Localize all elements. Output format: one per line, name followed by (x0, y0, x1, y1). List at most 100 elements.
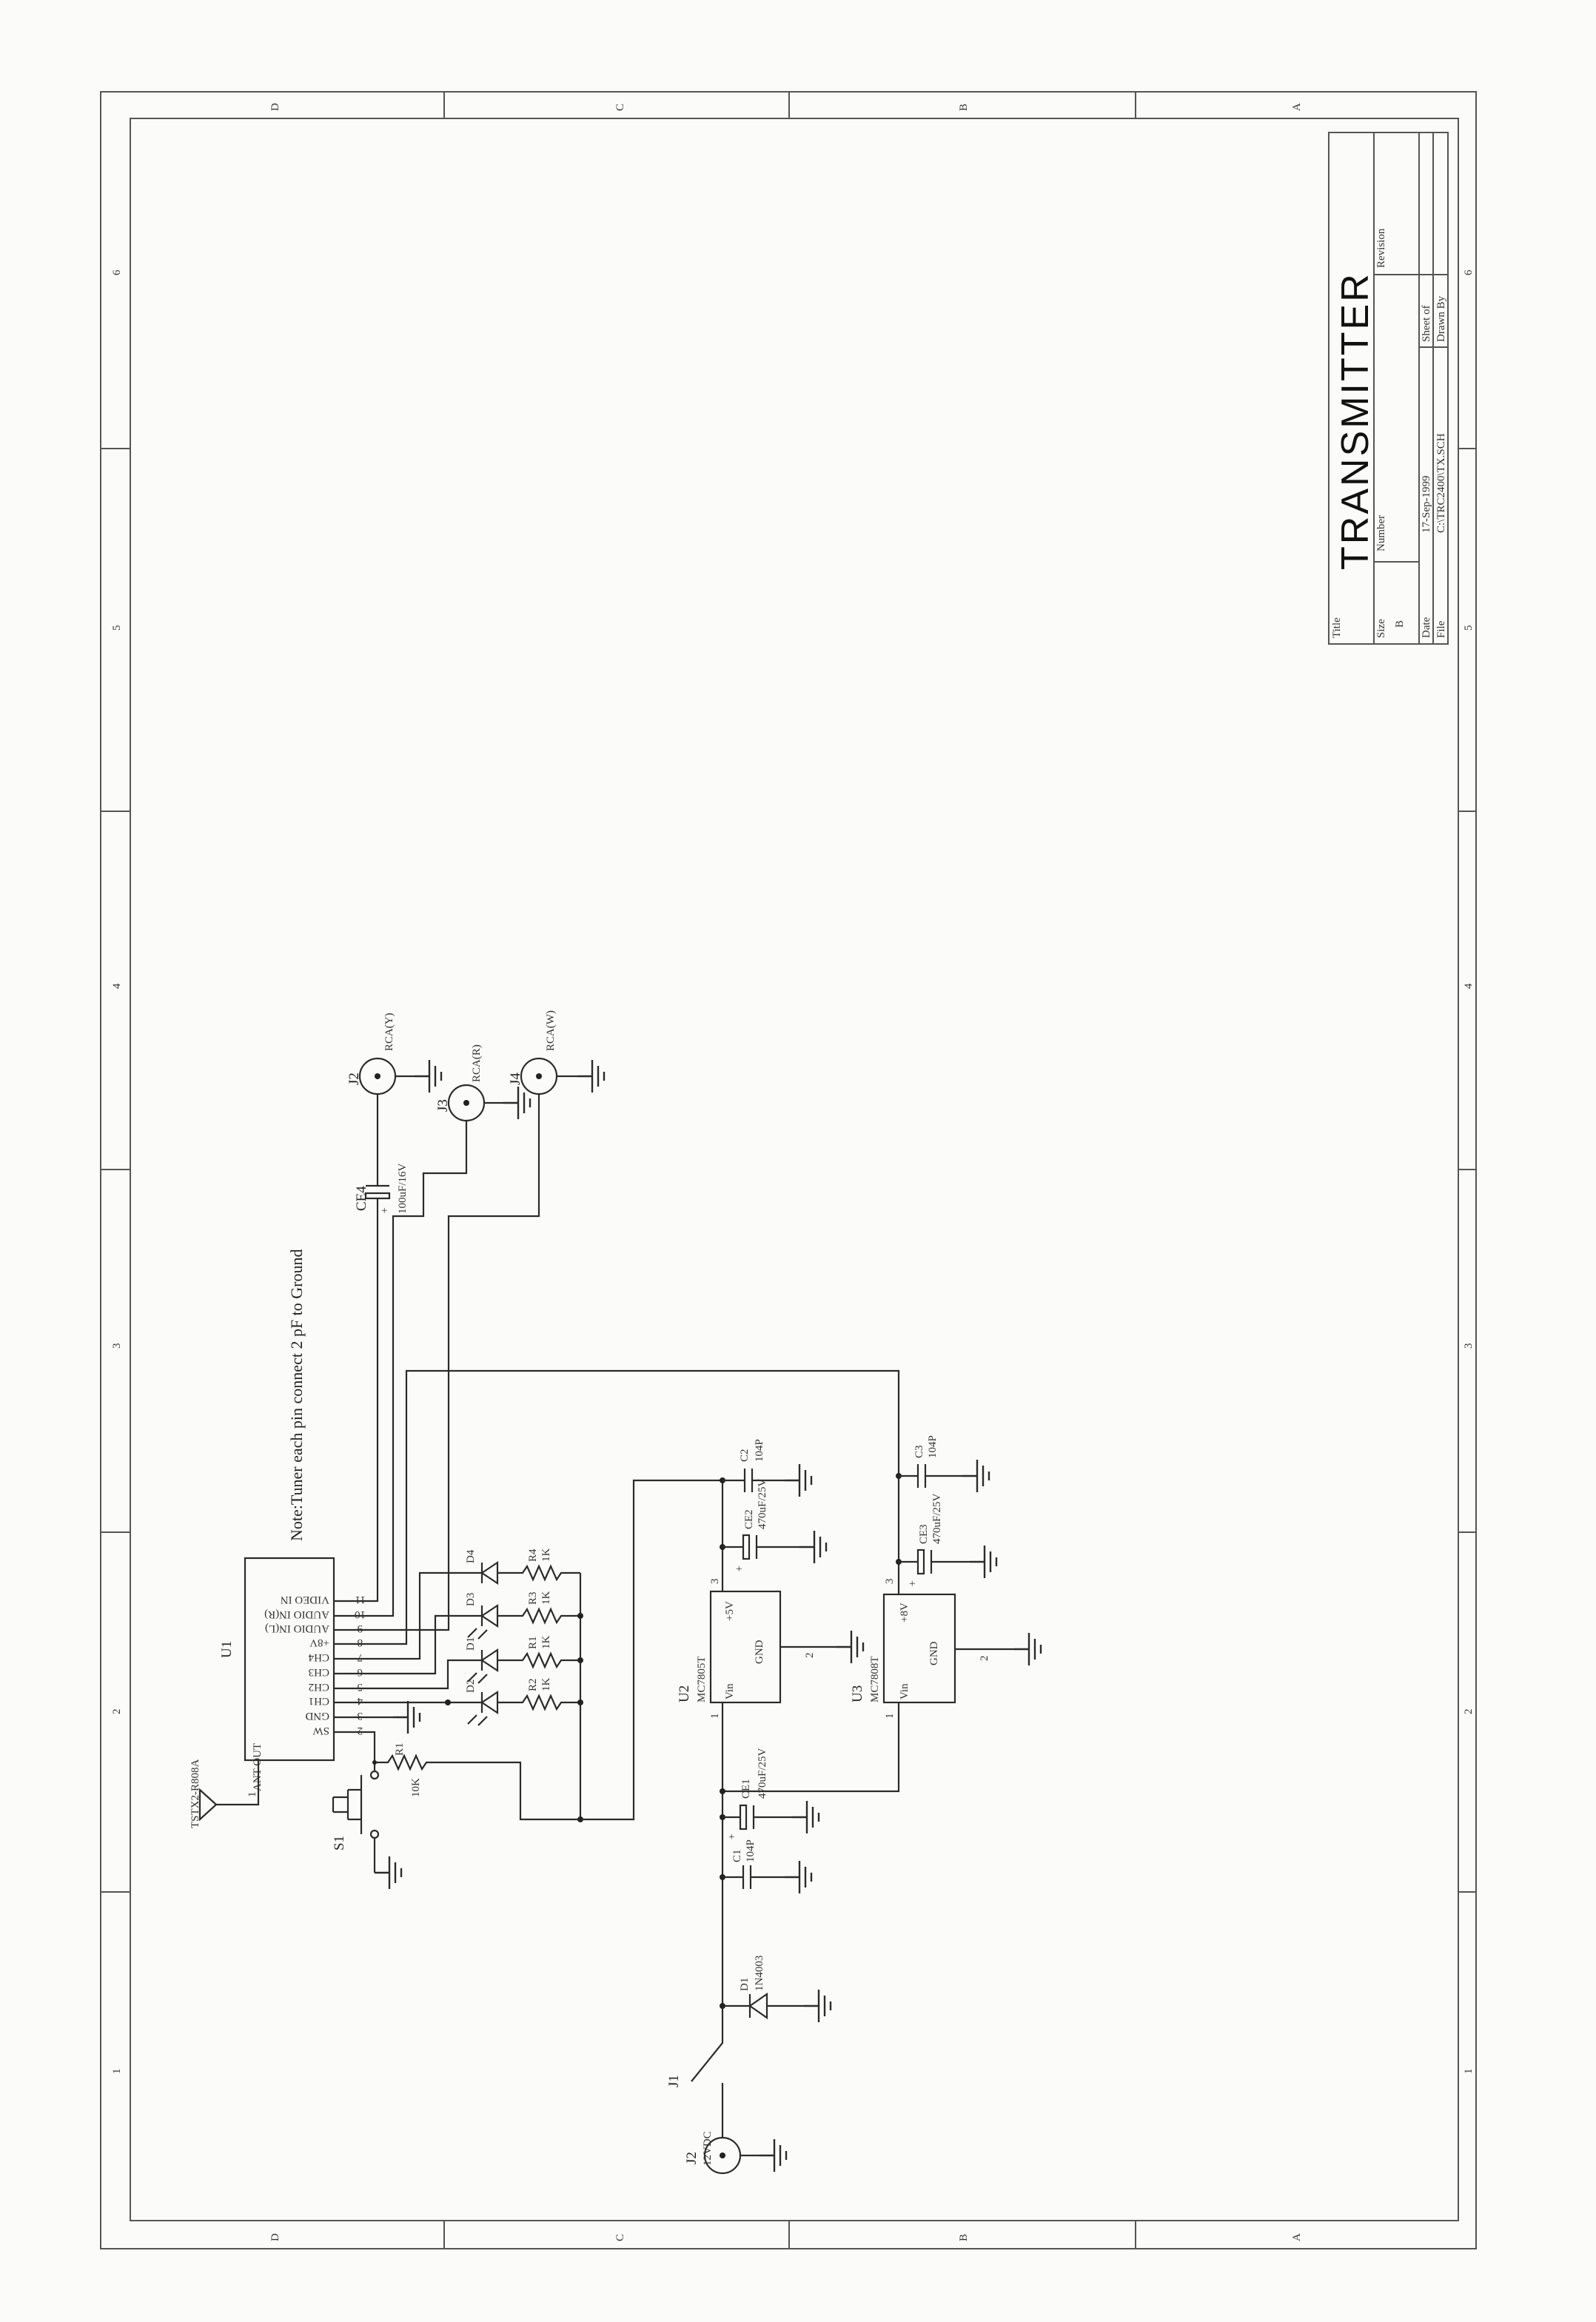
resistor-ref: R3 (527, 1591, 539, 1605)
ground-symbol (961, 1458, 990, 1494)
power-jack-value: 12VDC (702, 2131, 714, 2166)
s1-ref: S1 (332, 1836, 347, 1850)
j4-type: RCA(W) (545, 1010, 557, 1051)
zone-row-right: 4 (1463, 983, 1475, 989)
c3-value: 104P (927, 1435, 939, 1458)
u1-ref: U1 (219, 1641, 235, 1658)
led-d3: D3 R3 1K (465, 1591, 580, 1640)
resistor-ref: R1 (527, 1636, 539, 1649)
u2-out-label: +5V (724, 1601, 736, 1621)
pin-label: AUDIO IN(R) (264, 1608, 329, 1620)
ground-symbol (802, 1988, 832, 2024)
zone-row-left: 1 (111, 2069, 123, 2075)
pin-label: CH2 (309, 1681, 329, 1693)
u1-pin-labels: VIDEO IN AUDIO IN(R) AUDIO IN(L) +8V CH4… (264, 1594, 329, 1737)
date-value: 17-Sep-1999 (1421, 476, 1432, 534)
pin-label: CH1 (309, 1695, 329, 1707)
antenna-label: TSTX2-R808A (190, 1759, 201, 1829)
zone-col-bottom: C (614, 2234, 626, 2241)
zone-column-labels: D C B A D C B A (269, 103, 1303, 2241)
u3-gnd-label: GND (928, 1641, 940, 1665)
j3-type: RCA(R) (471, 1044, 483, 1082)
ground-symbol (758, 2138, 788, 2173)
u2-pin-out: 3 (709, 1579, 721, 1585)
c1-ref: C1 (731, 1849, 743, 1862)
sheet-label: Sheet of (1421, 305, 1432, 342)
pin-number: 9 (358, 1623, 363, 1634)
resistor-value: 1K (540, 1591, 552, 1605)
number-label: Number (1375, 515, 1387, 551)
ce3-capacitor: + CE3 470uF/25V (896, 1493, 998, 1590)
pin-number: 3 (358, 1710, 363, 1722)
resistor-value: 1K (540, 1548, 552, 1563)
u3-pin-out: 3 (884, 1579, 896, 1585)
ground-symbol (392, 1699, 421, 1735)
ground-symbol (835, 1629, 865, 1665)
ground-symbol (502, 1085, 532, 1121)
zone-row-right: 6 (1463, 269, 1475, 275)
power-jack: J2 12VDC (684, 2083, 788, 2175)
pin-number: 5 (358, 1681, 363, 1693)
resistor-ref: R4 (527, 1548, 539, 1562)
pin-label: VIDEO IN (281, 1594, 329, 1605)
rca-j4: J4 RCA(W) (508, 1010, 606, 1095)
u3-vin-label: Vin (899, 1683, 911, 1699)
ant-pin-number: 1 (247, 1792, 258, 1798)
zone-row-right: 5 (1463, 625, 1475, 631)
pin-label: CH3 (309, 1666, 329, 1678)
u2-ref: U2 (677, 1685, 692, 1702)
antenna: TSTX2-R808A (190, 1759, 260, 1829)
ce3-plus: + (909, 1578, 915, 1590)
u2-pin-gnd: 2 (804, 1653, 816, 1659)
ce1-value: 470uF/25V (757, 1748, 768, 1799)
rca-j3: J3 RCA(R) (435, 1044, 532, 1122)
zone-row-right: 2 (1463, 1709, 1475, 1715)
ground-symbol (798, 1529, 828, 1565)
ce4-capacitor: CE4 + 100uF/16V (354, 1163, 409, 1217)
u3-out-label: +8V (899, 1603, 911, 1623)
pin-number: 6 (357, 1666, 363, 1678)
title-block: Title TRANSMITTER Size B Number Revision… (1328, 132, 1449, 645)
pin-number: 8 (358, 1637, 363, 1648)
zone-col-bottom: B (958, 2234, 970, 2241)
zone-row-right: 3 (1463, 1343, 1475, 1349)
d1-ref: D1 (739, 1978, 751, 1991)
ground-symbol (791, 1799, 820, 1835)
pin-label: AUDIO IN(L) (265, 1623, 329, 1634)
ground-symbol (783, 1463, 813, 1498)
ce2-value: 470uF/25V (757, 1478, 768, 1529)
drawing-title: TRANSMITTER (1334, 272, 1377, 570)
file-label: File (1435, 620, 1447, 638)
u3-regulator: +8V GND Vin U3 MC7808T 3 2 1 (850, 1579, 1042, 1719)
c1-capacitor: C1 104P (720, 1839, 813, 1895)
tuner-note: Note:Tuner each pin connect 2 pF to Grou… (287, 1249, 306, 1541)
led-ref: D4 (465, 1549, 477, 1563)
r1-resistor: R1 10K (372, 1479, 722, 1821)
j4-ref: J4 (508, 1073, 523, 1085)
file-value: C:\TRC2400\TX.SCH (1435, 433, 1447, 533)
d1-diode: D1 1N4003 (720, 1956, 832, 2024)
c3-ref: C3 (913, 1445, 925, 1458)
ce1-ref: CE1 (740, 1779, 752, 1799)
led-array: D4 R4 1K D3 R3 1K D1 R1 1K D2 R2 1K (465, 1548, 583, 1822)
pin-label: CH4 (308, 1651, 329, 1663)
drawn-by-label: Drawn By (1435, 295, 1447, 342)
pin-label: +8V (309, 1637, 329, 1648)
zone-col-bottom: D (269, 2233, 281, 2241)
zone-row-left: 5 (111, 625, 123, 631)
u1-tuner-module: U1 ANT OUT VIDEO IN AUDIO IN(R) AUDIO IN… (219, 1557, 366, 1798)
r1-value: 10K (410, 1778, 422, 1797)
led-ref: D2 (465, 1680, 477, 1693)
zone-row-left: 2 (111, 1709, 123, 1715)
ce1-capacitor: + CE1 470uF/25V (720, 1748, 820, 1843)
u2-pin-in: 1 (709, 1714, 721, 1719)
pin-label: SW (312, 1725, 329, 1737)
ground-symbol (1013, 1631, 1042, 1667)
rca-j2: J2 RCA(Y) (346, 1013, 443, 1095)
resistor-value: 1K (540, 1636, 552, 1650)
u2-vin-label: Vin (724, 1683, 736, 1699)
ce2-plus: + (736, 1563, 742, 1575)
ce2-capacitor: + CE2 470uF/25V (720, 1478, 828, 1575)
c2-ref: C2 (739, 1449, 751, 1462)
c1-value: 104P (745, 1839, 757, 1862)
